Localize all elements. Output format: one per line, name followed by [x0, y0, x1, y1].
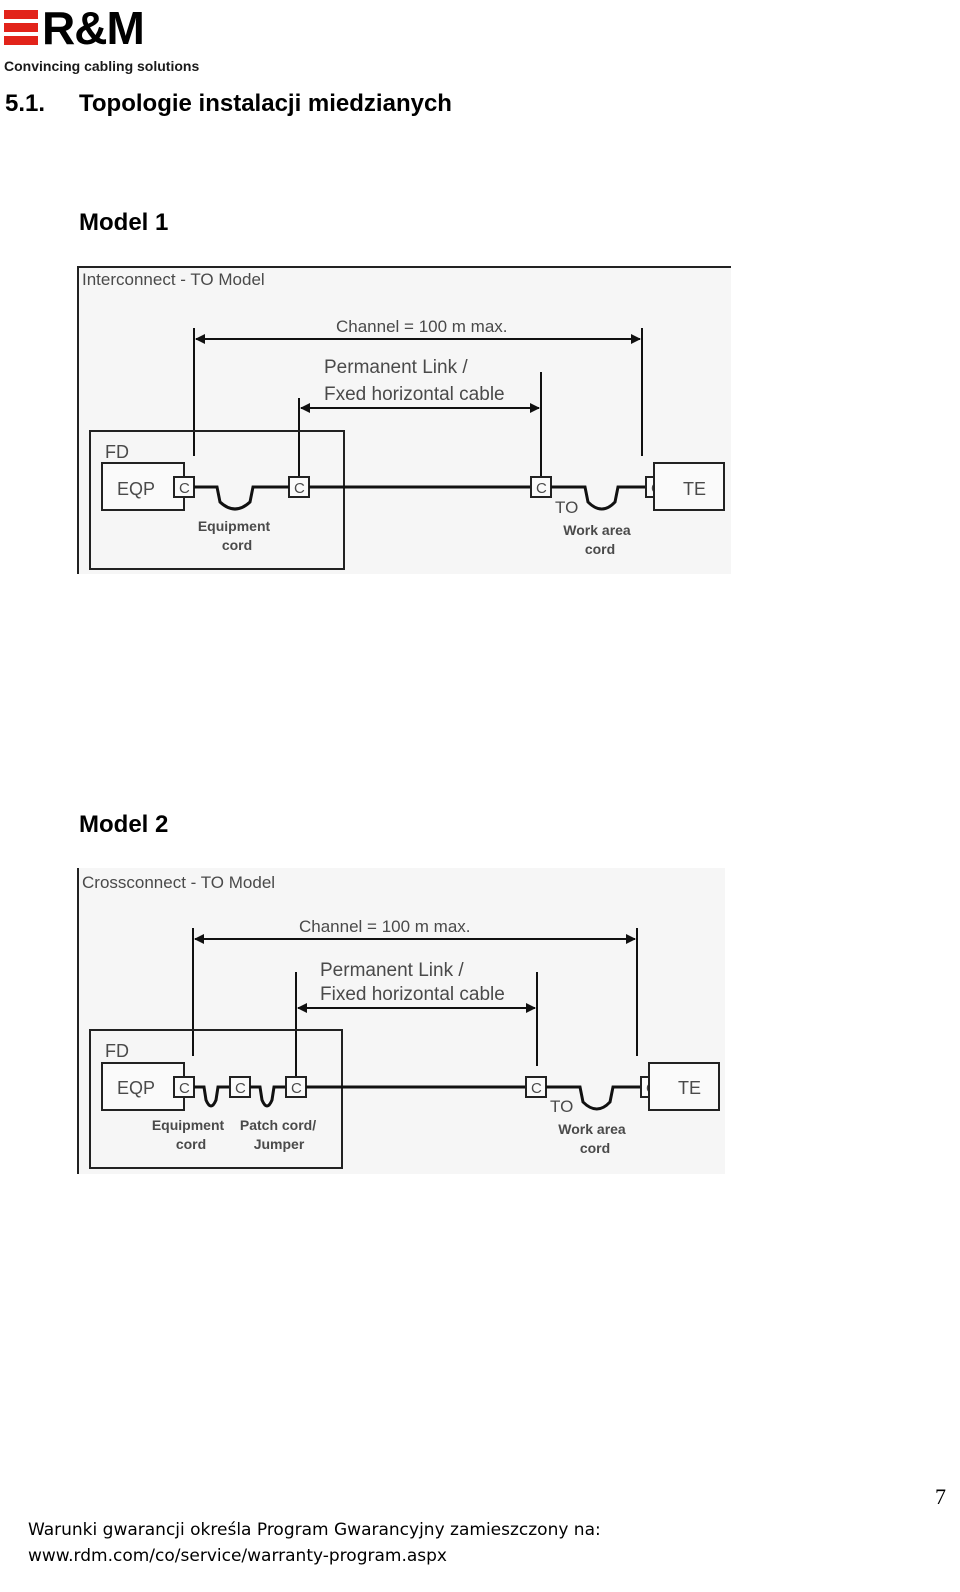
footer-link[interactable]: www.rdm.com/co/service/warranty-program.…: [28, 1546, 447, 1566]
te-label: TE: [678, 1078, 701, 1098]
te-box: [648, 1062, 720, 1111]
fd-box: [89, 430, 345, 570]
equipment-cord-label: cord: [176, 1136, 206, 1152]
te-box: [653, 462, 725, 511]
eqp-label: EQP: [117, 1078, 155, 1098]
channel-label: Channel = 100 m max.: [336, 317, 508, 336]
work-area-cord-label: Work area: [558, 1121, 626, 1137]
work-area-cord-label: cord: [585, 541, 615, 557]
model-2-title: Model 2: [79, 811, 169, 838]
section-number: 5.1.: [5, 90, 46, 117]
equipment-cord-label: Equipment: [152, 1117, 225, 1133]
equipment-cord: [194, 485, 289, 511]
equipment-cord: [194, 1085, 230, 1108]
equipment-cord-label: cord: [222, 537, 252, 553]
work-area-cord-label: cord: [580, 1140, 610, 1156]
fd-box: [89, 1029, 343, 1169]
work-area-cord: [551, 485, 646, 511]
logo-bar: [4, 36, 38, 45]
to-label: TO: [555, 498, 578, 517]
equipment-cord-label: Equipment: [198, 518, 271, 534]
logo-tagline: Convincing cabling solutions: [4, 58, 200, 74]
connector-label: C: [294, 480, 305, 497]
channel-label: Channel = 100 m max.: [299, 917, 471, 936]
fixed-cable-label: Fixed horizontal cable: [320, 984, 505, 1005]
permanent-link-label: Permanent Link /: [320, 960, 464, 981]
connector-label: C: [179, 1080, 190, 1097]
interconnect-svg: Interconnect - TO Model Channel = 100 m …: [77, 266, 731, 574]
fd-label: FD: [105, 1041, 129, 1061]
te-label: TE: [683, 479, 706, 499]
patch-cord-label: Jumper: [254, 1136, 305, 1152]
crossconnect-svg: Crossconnect - TO Model Channel = 100 m …: [77, 868, 720, 1174]
model-1-title: Model 1: [79, 209, 169, 236]
section-title: Topologie instalacji miedzianych: [79, 90, 452, 117]
eqp-box: [101, 1062, 185, 1111]
company-logo: R&M Convincing cabling solutions: [4, 2, 219, 78]
permanent-link-label: Permanent Link /: [324, 357, 468, 378]
logo-bar: [4, 10, 38, 19]
interconnect-diagram: Interconnect - TO Model Channel = 100 m …: [77, 266, 731, 574]
patch-cord-label: Patch cord/: [240, 1117, 316, 1133]
connector-label: C: [235, 1080, 246, 1097]
fixed-cable-label: Fxed horizontal cable: [324, 384, 505, 405]
diagram-title: Crossconnect - TO Model: [82, 873, 275, 892]
eqp-label: EQP: [117, 479, 155, 499]
connector-label: C: [536, 480, 547, 497]
diagram-title: Interconnect - TO Model: [82, 270, 265, 289]
connector-label: C: [179, 480, 190, 497]
footer-text: Warunki gwarancji określa Program Gwaran…: [28, 1520, 601, 1540]
crossconnect-diagram: Crossconnect - TO Model Channel = 100 m …: [77, 868, 725, 1174]
work-area-cord-label: Work area: [563, 522, 631, 538]
connector-label: C: [531, 1080, 542, 1097]
work-area-cord: [546, 1085, 641, 1111]
patch-cord: [250, 1085, 286, 1108]
page-number: 7: [935, 1484, 946, 1509]
fd-label: FD: [105, 442, 129, 462]
connector-label: C: [291, 1080, 302, 1097]
logo-bar: [4, 23, 38, 32]
to-label: TO: [550, 1097, 573, 1116]
logo-wordmark: R&M: [42, 2, 145, 54]
